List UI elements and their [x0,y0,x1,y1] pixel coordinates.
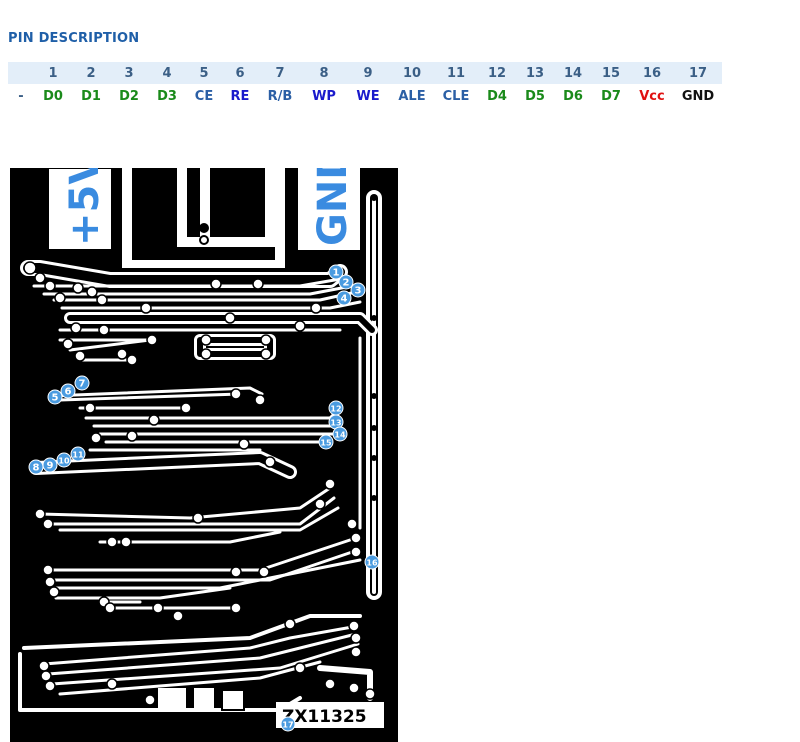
pin-marker [56,452,72,468]
pin-marker [318,434,334,450]
pin-number-cell: 12 [478,62,516,84]
pin-number-cell: 3 [110,62,148,84]
pin-marker-label: 6 [65,387,72,398]
pin-number-cell: 7 [258,62,302,84]
pin-number-cell: 4 [148,62,186,84]
pin-marker [47,389,63,405]
pin-signal-cell: D2 [110,84,148,108]
pin-signal-cell: WE [346,84,390,108]
rail-vias [371,195,377,501]
pin-signal-cell: WP [302,84,346,108]
pin-marker-label: 3 [355,286,362,297]
pin-marker-label: 2 [343,278,350,289]
pin-marker [332,426,348,442]
pin-marker-label: 16 [366,559,378,568]
pin-marker-label: 8 [33,463,40,474]
pin-signal-cell: ALE [390,84,434,108]
pin-signal-cell: R/B [258,84,302,108]
pin-number-cell: 14 [554,62,592,84]
pin-marker [70,446,86,462]
pin-marker-label: 9 [47,461,54,472]
pin-signal-cell: GND [674,84,722,108]
pin-marker-label: 12 [330,405,341,414]
pin-number-cell: 9 [346,62,390,84]
pin-signal-cell: RE [222,84,258,108]
pin-marker-label: 5 [52,393,59,404]
pin-signal-cell: D5 [516,84,554,108]
pin-signal-cell: D4 [478,84,516,108]
pin-marker [364,554,380,570]
pin-number-cell: 10 [390,62,434,84]
pin-number-cell: 1 [34,62,72,84]
top-connector [47,168,360,268]
pin-signal-cell: D3 [148,84,186,108]
pin-signal-cell: D6 [554,84,592,108]
pin-marker-label: 7 [79,379,86,390]
pin-number-cell: 17 [674,62,722,84]
pin-marker-label: 1 [333,268,340,279]
pin-number-cell: 13 [516,62,554,84]
pin-signal-cell: CE [186,84,222,108]
pcb-diagram: +5V GND [10,168,398,742]
pin-marker [280,716,296,732]
pin-marker-label: 13 [330,419,341,428]
pin-number-cell: 15 [592,62,630,84]
pin-marker-label: 17 [282,721,293,730]
pin-marker [74,375,90,391]
pin-signal-cell: D7 [592,84,630,108]
pcb-vias [23,261,376,706]
pin-signal-cell: Vcc [630,84,674,108]
pin-signal-cell: - [8,84,34,108]
pin-number-cell [8,62,34,84]
pin-description-title: PIN DESCRIPTION [8,31,140,46]
pin-number-cell: 6 [222,62,258,84]
pin-number-cell: 8 [302,62,346,84]
pin-number-cell: 11 [434,62,478,84]
pin-marker [60,383,76,399]
pin-number-cell: 2 [72,62,110,84]
pin-signal-cell: D1 [72,84,110,108]
gnd-label: GND [310,168,356,246]
pin-marker-label: 10 [58,457,70,466]
bottom-pads [158,688,384,728]
pin-marker [338,274,354,290]
plus-5v-label: +5V [62,168,108,246]
pin-number-cell: 5 [186,62,222,84]
pin-number-cell: 16 [630,62,674,84]
pin-signal-cell: CLE [434,84,478,108]
pin-signal-cell: D0 [34,84,72,108]
pin-marker [328,264,344,280]
pin-marker [42,457,58,473]
pin-marker-label: 14 [334,431,346,440]
pin-marker-label: 4 [341,294,348,305]
pin-marker [350,282,366,298]
pin-marker [336,290,352,306]
board-id-label: ZX11325 [282,707,367,727]
pin-marker-label: 15 [320,439,332,448]
pin-marker-label: 11 [72,451,84,460]
